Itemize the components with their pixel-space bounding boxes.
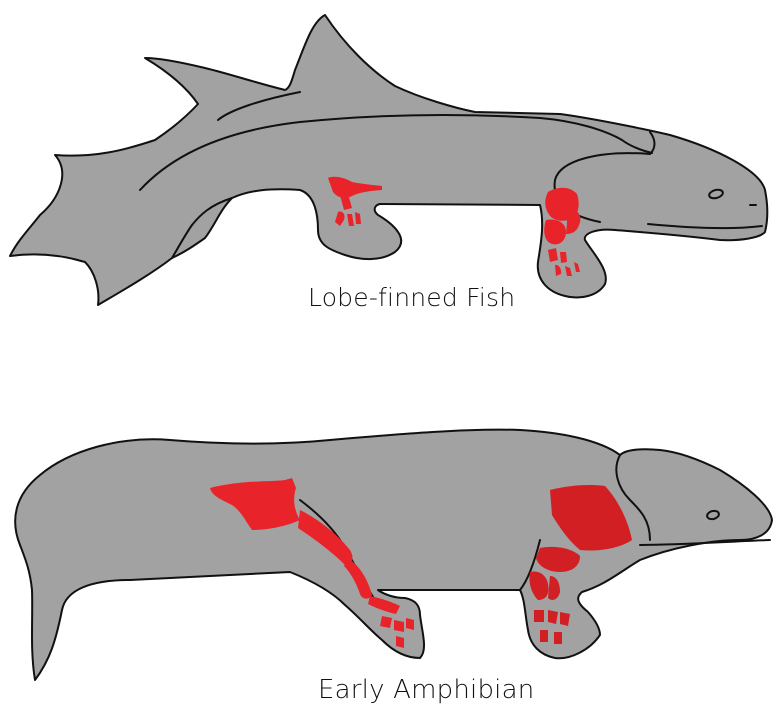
fish-caption: Lobe-finned Fish	[308, 283, 515, 312]
early-amphibian	[15, 430, 772, 680]
amphibian-caption: Early Amphibian	[318, 675, 534, 705]
fish-body	[10, 15, 767, 305]
lobe-finned-fish	[10, 15, 767, 305]
amphibian-body	[15, 430, 772, 680]
